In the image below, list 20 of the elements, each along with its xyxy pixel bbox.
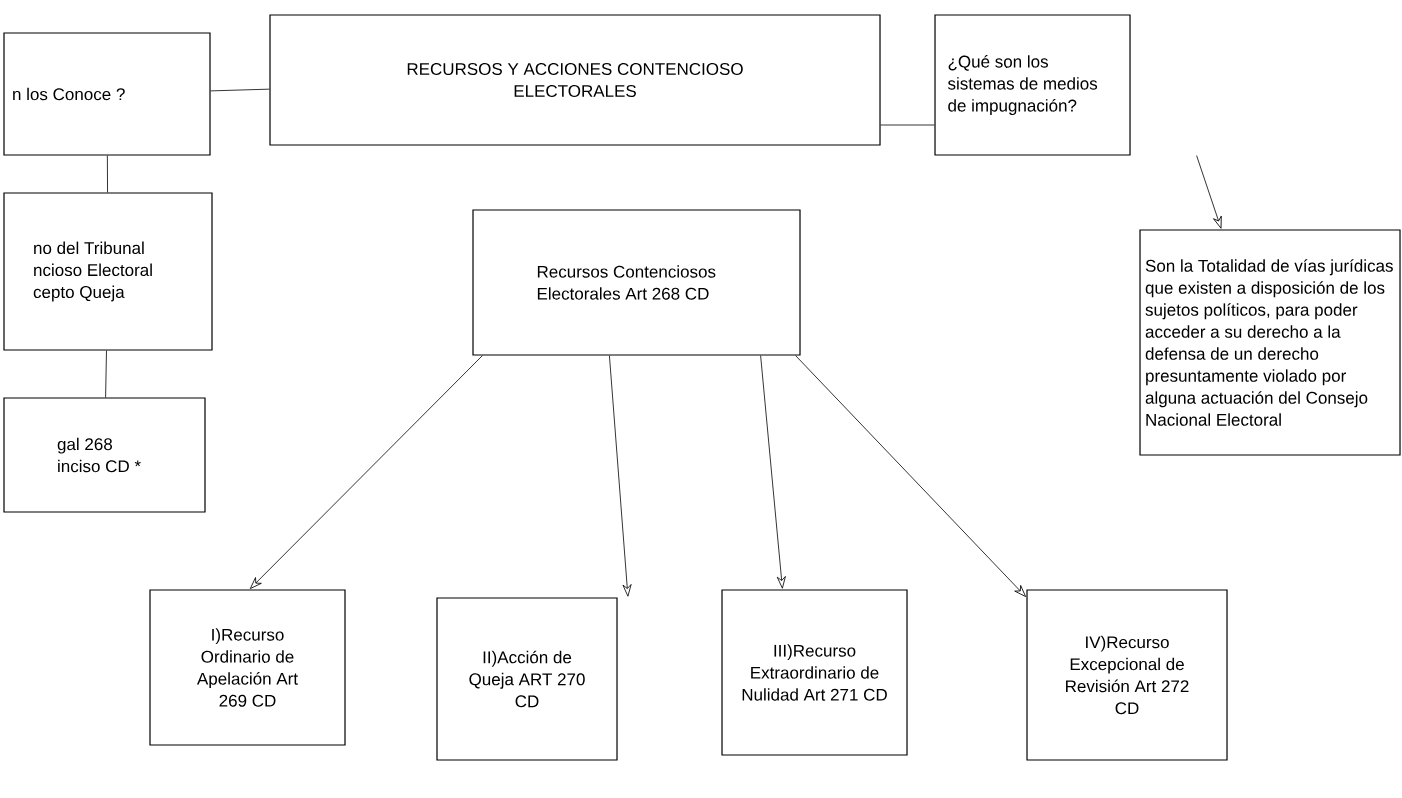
text-box: Recursos Contenciosos Electorales Art 268 CD <box>472 209 801 356</box>
connector <box>760 355 786 589</box>
text-box: RECURSOS Y ACCIONES CONTENCIOSO ELECTORALES <box>269 14 881 146</box>
connector <box>880 124 935 126</box>
connector <box>795 355 1026 597</box>
connector <box>1196 155 1222 229</box>
text-box: II)Acción de Queja ART 270 CD <box>436 597 618 761</box>
text-box: IV)Recurso Excepcional de Revisión Art 272 CD <box>1026 589 1228 761</box>
text-box: III)Recurso Extraordinario de Nulidad Art 271 CD <box>721 589 908 756</box>
connector <box>105 350 107 398</box>
text-box: no del Tribunal ncioso Electoral cepto Queja <box>3 192 213 351</box>
connector <box>210 88 270 92</box>
connector <box>609 355 632 597</box>
text-box: gal 268 inciso CD * <box>3 397 206 513</box>
connector <box>106 155 108 193</box>
text-box: I)Recurso Ordinario de Apelación Art 269 CD <box>149 589 346 746</box>
text-box: Son la Totalidad de vías jurídicas que existen a disposición de los sujetos políticos, para poder acceder a su derecho a la defensa de un derecho presuntamente violado por alguna actuación del Consejo Nacional Electoral <box>1139 229 1401 456</box>
text-box: n los Conoce ? <box>3 32 211 156</box>
text-box: ¿Qué son los sistemas de medios de impugnación? <box>934 14 1131 156</box>
connector <box>249 355 483 589</box>
